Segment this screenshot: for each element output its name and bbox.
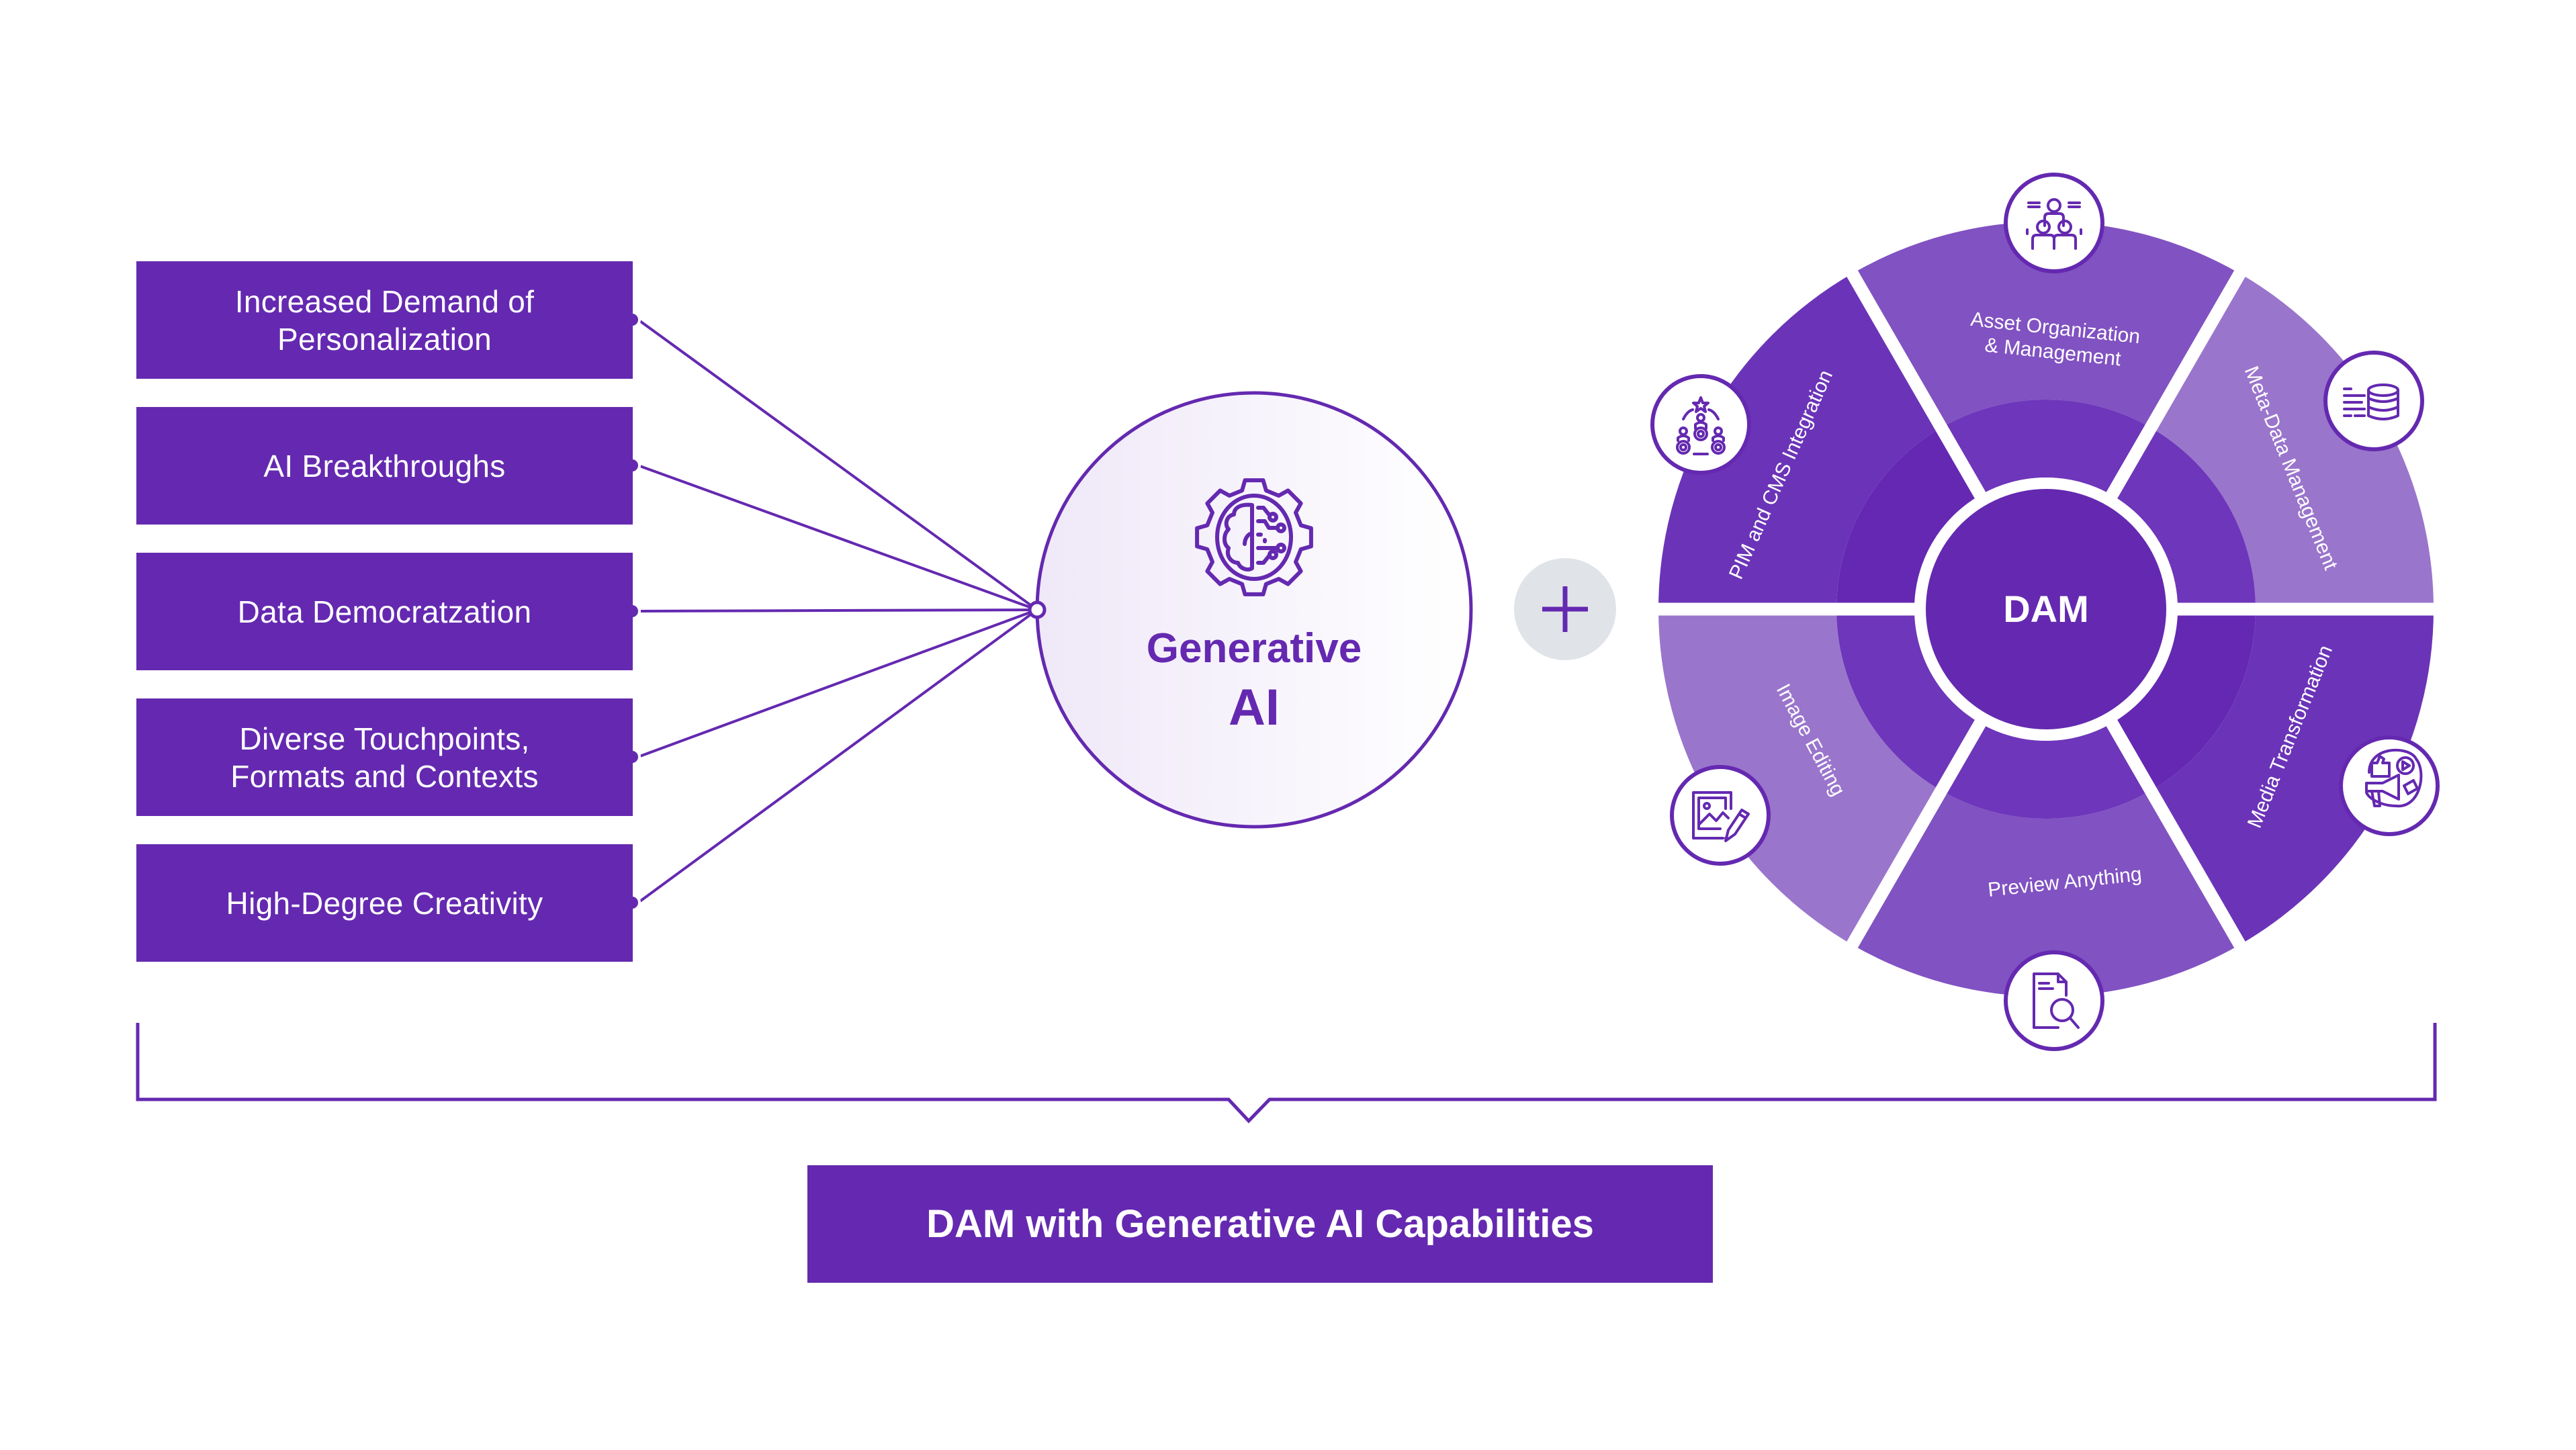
- badge-circle: [1650, 374, 1751, 475]
- driver-box-ai-breakthroughs: AI Breakthroughs: [136, 407, 633, 525]
- result-box: DAM with Generative AI Capabilities: [807, 1165, 1713, 1283]
- connector-line: [637, 608, 1038, 904]
- segment-badge: [2004, 173, 2104, 273]
- document-search-icon: [2033, 972, 2080, 1029]
- connector-lines: [623, 311, 1038, 911]
- segment-badge: [1670, 765, 1771, 866]
- segment-divider: [1843, 264, 1988, 502]
- dam-inner-segment: [1941, 723, 2151, 819]
- dam-segment: [1658, 273, 1941, 609]
- grouping-bracket: [136, 1023, 2437, 1124]
- dam-inner-segment: [1941, 400, 2151, 496]
- segment-divider: [2104, 717, 2249, 954]
- dam-inner-segment: [2112, 427, 2256, 609]
- dam-segment: [1852, 790, 2240, 997]
- hub-node: [1028, 600, 1047, 619]
- driver-label: Data Democratzation: [237, 594, 532, 629]
- connector-line: [637, 608, 1038, 613]
- dam-center-circle: [1926, 489, 2166, 729]
- driver-label: Diverse Touchpoints, Formats and Context…: [230, 721, 539, 794]
- team-gears-icon: [1676, 396, 1726, 455]
- generative-ai-title: Generative: [1146, 625, 1362, 672]
- gear-brain-circuit-icon: [1195, 478, 1313, 596]
- dam-wheel: [1650, 173, 2440, 1051]
- badge-circle: [2004, 950, 2104, 1051]
- segment-badge: [2323, 351, 2424, 451]
- dam-inner-segment: [1836, 427, 1980, 609]
- image-edit-icon: [1692, 791, 1750, 842]
- segment-divider: [2104, 264, 2249, 502]
- generative-ai-subtitle: AI: [1229, 679, 1280, 736]
- driver-box-creativity: High-Degree Creativity: [136, 844, 633, 962]
- driver-box-personalization: Increased Demand of Personalization: [136, 261, 633, 379]
- driver-label: High-Degree Creativity: [226, 885, 543, 921]
- dam-segment: [1658, 609, 1941, 945]
- generative-ai-circle: [1035, 391, 1473, 829]
- connector-line: [637, 318, 1038, 611]
- plus-icon: [1542, 586, 1588, 632]
- badge-circle: [2004, 173, 2104, 273]
- dam-segment: [2151, 273, 2434, 609]
- data-list-database-icon: [2343, 383, 2399, 420]
- dam-inner-segment: [2112, 609, 2256, 791]
- segment-divider: [1843, 717, 1988, 954]
- driver-box-data-democratization: Data Democratzation: [136, 553, 633, 670]
- segment-badge: [2004, 950, 2104, 1051]
- connector-line: [637, 608, 1038, 758]
- connector-line: [637, 464, 1038, 611]
- segment-badge: [1650, 374, 1751, 475]
- driver-label: Increased Demand of Personalization: [234, 283, 535, 357]
- segment-badge: [2339, 735, 2440, 836]
- dam-segment: [2151, 609, 2434, 945]
- megaphone-media-icon: [2365, 748, 2423, 808]
- result-label: DAM with Generative AI Capabilities: [926, 1202, 1594, 1246]
- driver-box-diverse-touchpoints: Diverse Touchpoints, Formats and Context…: [136, 698, 633, 816]
- dam-center-label: DAM: [2003, 588, 2089, 630]
- team-meeting-icon: [2026, 198, 2082, 250]
- dam-segment: [1852, 221, 2240, 428]
- driver-label: AI Breakthroughs: [263, 448, 506, 484]
- dam-inner-segment: [1836, 609, 1980, 791]
